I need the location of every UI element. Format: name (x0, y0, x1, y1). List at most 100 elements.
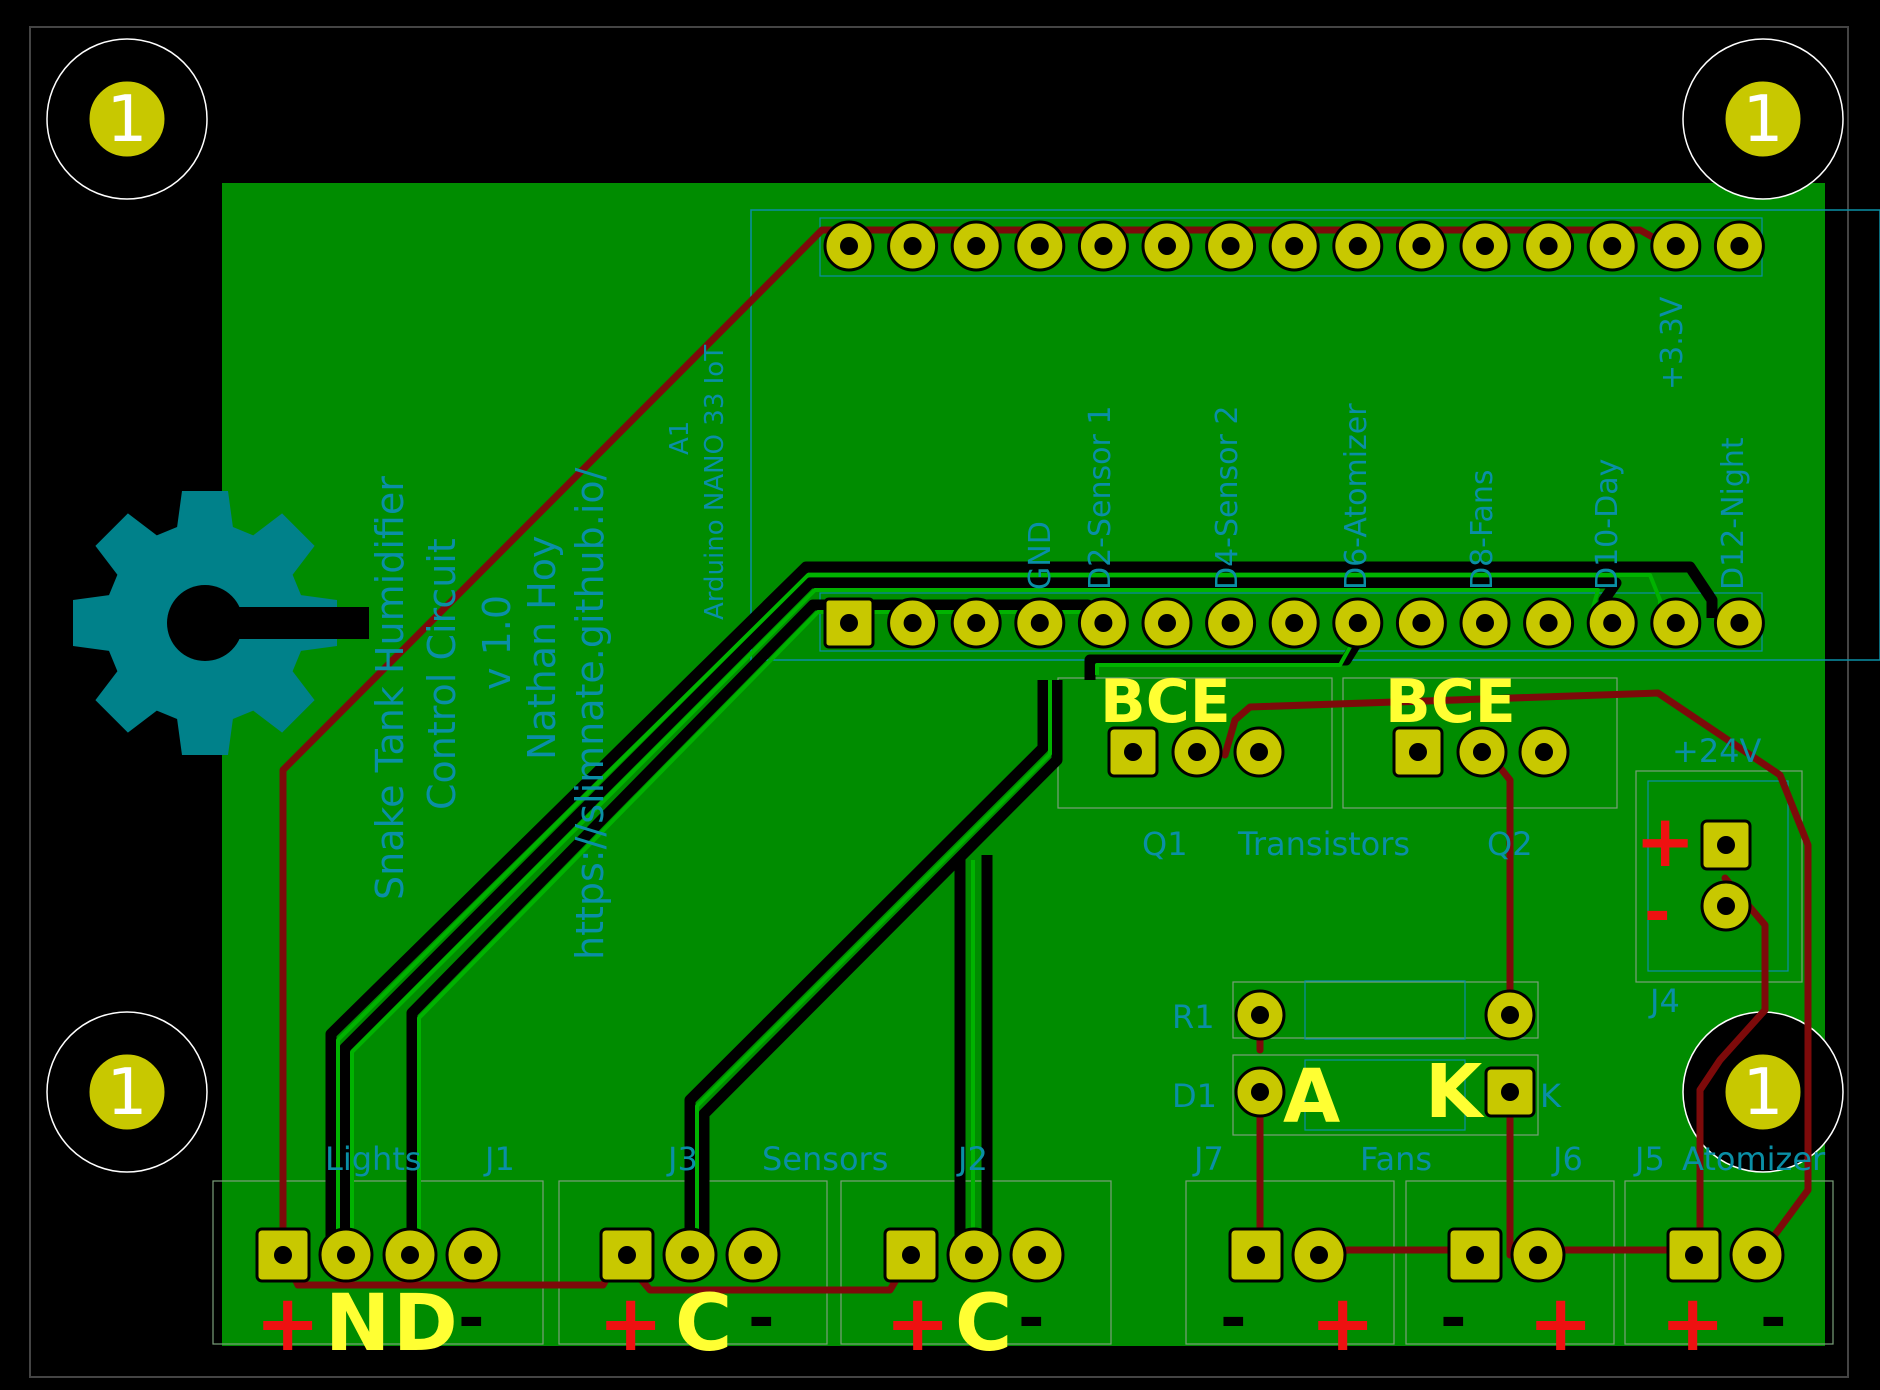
mount-hole-label: 1 (107, 83, 148, 157)
drill-hole (401, 1246, 419, 1264)
j5-ref: J5 (1633, 1140, 1665, 1178)
drill-hole (1529, 1246, 1547, 1264)
drill-hole (1748, 1246, 1766, 1264)
drill-hole (1348, 237, 1367, 255)
drill-hole (274, 1246, 292, 1264)
board-title-line: v 1.0 (475, 595, 519, 690)
board-edge (29, 26, 1849, 1378)
mount-hole-pad (1722, 78, 1804, 160)
j4-body (1647, 780, 1789, 972)
drill-hole (1666, 614, 1685, 632)
drill-hole (1030, 237, 1049, 255)
drill-hole (1030, 614, 1049, 632)
drill-hole (1188, 743, 1206, 761)
j2-ref: J2 (956, 1140, 988, 1178)
d1-body (1304, 1059, 1466, 1131)
j7-mark: + (1310, 1279, 1375, 1369)
drill-hole (618, 1246, 636, 1264)
mount-hole-pad (86, 78, 168, 160)
j1-courtyard (212, 1180, 544, 1345)
j5-mark: - (1760, 1282, 1787, 1356)
board-title-line: Control Circuit (420, 538, 464, 810)
arduino-pin-label: D4-Sensor 2 (1210, 406, 1245, 590)
drill-hole (840, 614, 858, 632)
board-title-line: https://slimnate.github.io/ (568, 467, 612, 960)
drill-hole (1251, 1083, 1269, 1101)
drill-hole (902, 1246, 920, 1264)
arduino-name: Arduino NANO 33 IoT (700, 345, 730, 620)
drill-hole (965, 1246, 983, 1264)
drill-hole (1158, 614, 1176, 632)
drill-hole (903, 237, 922, 255)
mount-hole-br: 1 (1722, 1051, 1804, 1133)
q2-courtyard (1342, 677, 1618, 809)
component-body-outlines (1304, 780, 1789, 1131)
drill-hole (464, 1246, 482, 1264)
drill-hole (1535, 743, 1553, 761)
drill-hole (744, 1246, 762, 1264)
j5-courtyard (1624, 1180, 1834, 1345)
arduino-pin-label: +3.3V (1655, 296, 1690, 390)
drill-hole (1158, 237, 1176, 255)
drill-hole (1473, 743, 1491, 761)
j1-ref: J1 (483, 1140, 515, 1178)
track-24v-to-j5 (1221, 689, 1812, 1259)
drill-hole (1539, 614, 1558, 632)
j3-mark: + (598, 1279, 663, 1369)
drill-hole (1221, 614, 1240, 632)
drill-hole (1412, 614, 1431, 632)
drill-hole (1285, 237, 1304, 255)
component-pads (255, 726, 1785, 1283)
drill-hole (1094, 237, 1113, 255)
drill-hole (1247, 1246, 1265, 1264)
drill-hole (1310, 1246, 1328, 1264)
arduino-pin-label: D12-Night (1716, 437, 1751, 590)
drill-hole (1730, 237, 1749, 255)
track-3v3-to-j1 (279, 226, 1676, 1259)
j1-section: Lights (325, 1140, 422, 1178)
j5-mark: + (1660, 1279, 1725, 1369)
isolation-trace-sensor2 (698, 680, 1063, 1255)
arduino-pin-label: D2-Sensor 1 (1083, 406, 1118, 590)
copper-trace-sensor (695, 680, 1052, 1255)
drill-hole (1501, 1083, 1519, 1101)
arduino-pin-label: D8-Fans (1465, 469, 1500, 590)
board-title-line: Nathan Hoy (520, 536, 564, 760)
drill-hole (1717, 836, 1735, 854)
j7-ref: J7 (1192, 1140, 1224, 1178)
gear-slot (205, 607, 369, 639)
mount-hole-pad (1722, 1051, 1804, 1133)
mount-hole-label: 1 (1743, 83, 1784, 157)
isolation-trace-sensor1 (684, 680, 1049, 1255)
j2-mark: + (885, 1279, 950, 1369)
j3-mark: - (748, 1282, 775, 1356)
drill-hole (903, 614, 922, 632)
d1-cathode-silk: K (1540, 1077, 1562, 1115)
drill-hole (967, 237, 986, 255)
j2-mark: C (955, 1279, 1012, 1369)
j4-courtyard (1635, 770, 1803, 983)
drill-hole (1094, 614, 1113, 632)
mount-hole-label: 1 (1743, 1056, 1784, 1130)
r1-courtyard (1232, 981, 1539, 1039)
transistors-label: Transistors (1237, 825, 1410, 863)
j5-section: Atomizer (1682, 1140, 1826, 1178)
q2-pin-letters: BCE (1385, 667, 1516, 737)
j3-mark: C (675, 1279, 732, 1369)
q2-ref: Q2 (1487, 825, 1533, 863)
j3-ref: J3 (666, 1140, 698, 1178)
d1-ref: D1 (1172, 1077, 1217, 1115)
j1-mark: - (458, 1282, 485, 1356)
j1-mark: + (255, 1279, 320, 1369)
j4-ref: J4 (1648, 982, 1680, 1020)
j4-plus: + (1635, 799, 1695, 883)
j1-mark: D (393, 1279, 458, 1369)
mount-hole-pad (86, 1051, 168, 1133)
r1-ref: R1 (1172, 998, 1215, 1036)
isolation-trace-d12 (325, 561, 1718, 1255)
j6-mark: - (1440, 1282, 1467, 1356)
